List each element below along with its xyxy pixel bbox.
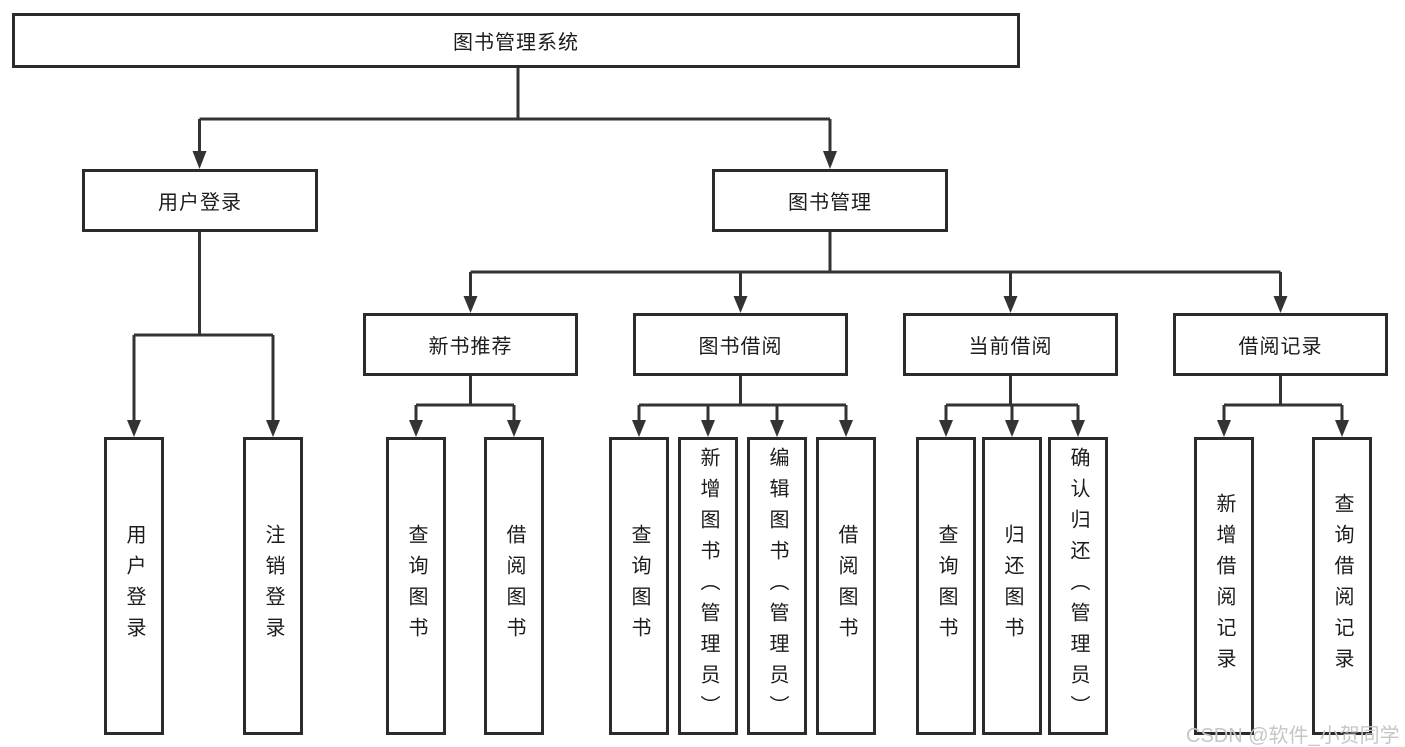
leaf-query-books-current: 查询图书 xyxy=(916,437,976,735)
leaf-label: 新增图书（管理员） xyxy=(697,446,719,726)
leaf-query-borrowing-record: 查询借阅记录 xyxy=(1312,437,1372,735)
node-label: 图书管理系统 xyxy=(453,32,579,54)
leaf-label: 新增借阅记录 xyxy=(1213,493,1235,679)
leaf-logout: 注销登录 xyxy=(243,437,303,735)
leaf-label: 用户登录 xyxy=(123,524,145,648)
node-label: 当前借阅 xyxy=(968,336,1053,358)
node-label: 新书推荐 xyxy=(428,336,513,358)
leaf-add-book-admin: 新增图书（管理员） xyxy=(678,437,738,735)
leaf-label: 注销登录 xyxy=(262,524,284,648)
node-book-management-system: 图书管理系统 xyxy=(12,13,1020,68)
node-label: 图书借阅 xyxy=(698,336,783,358)
node-label: 借阅记录 xyxy=(1238,336,1323,358)
csdn-watermark: CSDN @软件_小贺同学 xyxy=(1186,725,1400,747)
node-current-borrowing: 当前借阅 xyxy=(903,313,1118,376)
leaf-confirm-return-admin: 确认归还（管理员） xyxy=(1048,437,1108,735)
leaf-borrow-books-borrowing: 借阅图书 xyxy=(816,437,876,735)
node-book-management: 图书管理 xyxy=(712,169,948,232)
node-book-borrowing: 图书借阅 xyxy=(633,313,848,376)
node-label: 用户登录 xyxy=(158,192,242,214)
node-label: 图书管理 xyxy=(788,192,872,214)
node-user-login: 用户登录 xyxy=(82,169,318,232)
node-borrowing-records: 借阅记录 xyxy=(1173,313,1388,376)
leaf-return-books: 归还图书 xyxy=(982,437,1042,735)
leaf-label: 查询图书 xyxy=(935,524,957,648)
leaf-label: 归还图书 xyxy=(1001,524,1023,648)
leaf-query-books-borrowing: 查询图书 xyxy=(609,437,669,735)
leaf-add-borrowing-record: 新增借阅记录 xyxy=(1194,437,1254,735)
leaf-label: 编辑图书（管理员） xyxy=(766,446,788,726)
leaf-query-books-recommend: 查询图书 xyxy=(386,437,446,735)
leaf-label: 借阅图书 xyxy=(503,524,525,648)
leaf-label: 查询图书 xyxy=(628,524,650,648)
leaf-user-login: 用户登录 xyxy=(104,437,164,735)
leaf-label: 查询图书 xyxy=(405,524,427,648)
leaf-label: 查询借阅记录 xyxy=(1331,493,1353,679)
node-new-book-recommendation: 新书推荐 xyxy=(363,313,578,376)
leaf-borrow-books-recommend: 借阅图书 xyxy=(484,437,544,735)
leaf-label: 确认归还（管理员） xyxy=(1067,446,1089,726)
leaf-edit-book-admin: 编辑图书（管理员） xyxy=(747,437,807,735)
leaf-label: 借阅图书 xyxy=(835,524,857,648)
